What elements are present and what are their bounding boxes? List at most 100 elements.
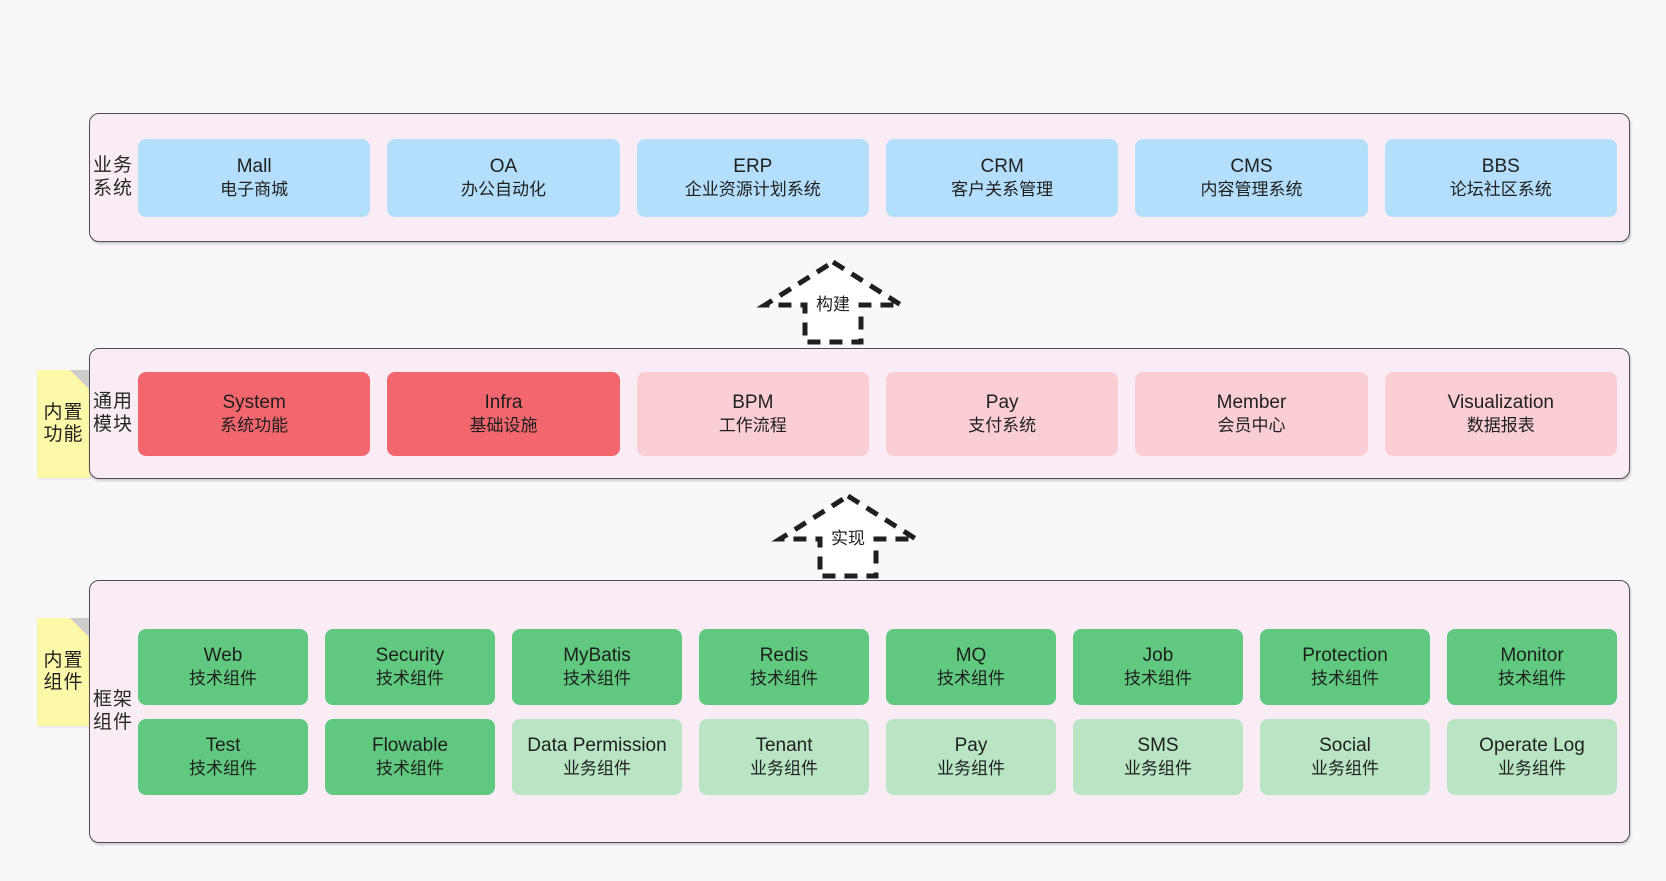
node-subtitle: 技术组件 [1124, 668, 1192, 688]
node-social[interactable]: Social 业务组件 [1260, 718, 1430, 795]
node-subtitle: 技术组件 [376, 758, 444, 778]
node-bpm[interactable]: BPM 工作流程 [636, 371, 869, 456]
node-subtitle: 业务组件 [750, 758, 818, 778]
node-subtitle: 客户关系管理 [951, 179, 1054, 199]
node-subtitle: 业务组件 [1124, 758, 1192, 778]
node-subtitle: 技术组件 [937, 668, 1005, 688]
layer-common-modules: 通用模块 System 系统功能 Infra 基础设施 BPM 工作流程 Pay… [89, 348, 1630, 479]
node-mall[interactable]: Mall 电子商城 [138, 138, 371, 217]
node-row: System 系统功能 Infra 基础设施 BPM 工作流程 Pay 支付系统… [138, 371, 1617, 456]
node-title: Data Permission [527, 734, 667, 756]
node-title: Job [1142, 644, 1174, 666]
layer-title-modules: 通用模块 [92, 391, 133, 435]
node-subtitle: 论坛社区系统 [1449, 179, 1552, 199]
node-bbs[interactable]: BBS 论坛社区系统 [1384, 138, 1617, 217]
node-title: Tenant [755, 734, 813, 756]
connector-implement: 实现 [771, 492, 925, 579]
node-infra[interactable]: Infra 基础设施 [387, 371, 620, 456]
connector-build: 构建 [756, 258, 910, 345]
node-oa[interactable]: OA 办公自动化 [387, 138, 620, 217]
node-data-permission[interactable]: Data Permission 业务组件 [512, 718, 682, 795]
node-title: Infra [484, 391, 523, 413]
note-fold-corner-icon [70, 618, 90, 638]
node-operate-log[interactable]: Operate Log 业务组件 [1447, 718, 1617, 795]
sticky-note-label: 内置组件 [43, 649, 84, 693]
node-pay-component[interactable]: Pay 业务组件 [886, 718, 1056, 795]
sticky-note-builtin-component: 内置组件 [37, 618, 90, 726]
node-erp[interactable]: ERP 企业资源计划系统 [636, 138, 869, 217]
node-title: SMS [1137, 734, 1179, 756]
sticky-note-builtin-function: 内置功能 [37, 370, 90, 478]
node-row: Test 技术组件 Flowable 技术组件 Data Permission … [138, 718, 1617, 795]
node-title: Social [1319, 734, 1371, 756]
layer-title-business: 业务系统 [92, 155, 133, 199]
node-subtitle: 会员中心 [1217, 415, 1286, 435]
node-title: Redis [759, 644, 809, 666]
node-row: Web 技术组件 Security 技术组件 MyBatis 技术组件 Redi… [138, 628, 1617, 705]
node-visualization[interactable]: Visualization 数据报表 [1384, 371, 1617, 456]
node-title: Mall [236, 155, 272, 177]
node-title: Monitor [1500, 644, 1564, 666]
node-subtitle: 业务组件 [1498, 758, 1566, 778]
layer-body-business: Mall 电子商城 OA 办公自动化 ERP 企业资源计划系统 CRM 客户关系… [136, 114, 1629, 241]
node-security[interactable]: Security 技术组件 [325, 628, 495, 705]
node-title: Flowable [371, 734, 449, 756]
node-title: Web [203, 644, 243, 666]
node-title: MQ [955, 644, 987, 666]
node-redis[interactable]: Redis 技术组件 [699, 628, 869, 705]
note-fold-corner-icon [70, 370, 90, 390]
node-subtitle: 业务组件 [563, 758, 631, 778]
node-sms[interactable]: SMS 业务组件 [1073, 718, 1243, 795]
generalization-arrow-icon [771, 493, 925, 579]
node-title: Test [205, 734, 241, 756]
node-crm[interactable]: CRM 客户关系管理 [885, 138, 1119, 217]
node-title: System [222, 391, 286, 413]
node-subtitle: 系统功能 [220, 415, 289, 435]
node-web[interactable]: Web 技术组件 [138, 628, 308, 705]
node-row: Mall 电子商城 OA 办公自动化 ERP 企业资源计划系统 CRM 客户关系… [138, 138, 1617, 217]
layer-body-modules: System 系统功能 Infra 基础设施 BPM 工作流程 Pay 支付系统… [136, 349, 1629, 478]
connector-label-implement: 实现 [831, 529, 865, 548]
layer-title-framework: 框架组件 [92, 689, 133, 733]
node-subtitle: 技术组件 [750, 668, 818, 688]
node-flowable[interactable]: Flowable 技术组件 [325, 718, 495, 795]
node-subtitle: 技术组件 [563, 668, 631, 688]
layer-framework-components: 框架组件 Web 技术组件 Security 技术组件 MyBatis 技术组件… [89, 580, 1630, 843]
node-subtitle: 企业资源计划系统 [684, 179, 821, 199]
node-member[interactable]: Member 会员中心 [1135, 371, 1368, 456]
layer-body-framework: Web 技术组件 Security 技术组件 MyBatis 技术组件 Redi… [136, 581, 1629, 842]
node-subtitle: 技术组件 [189, 758, 257, 778]
node-mybatis[interactable]: MyBatis 技术组件 [512, 628, 682, 705]
node-title: OA [489, 155, 518, 177]
node-title: Member [1216, 391, 1287, 413]
node-title: Pay [954, 734, 988, 756]
layer-business-system: 业务系统 Mall 电子商城 OA 办公自动化 ERP 企业资源计划系统 CRM… [89, 113, 1630, 242]
node-cms[interactable]: CMS 内容管理系统 [1135, 138, 1368, 217]
node-title: CMS [1230, 155, 1273, 177]
node-subtitle: 技术组件 [1311, 668, 1379, 688]
generalization-arrow-icon [756, 259, 910, 345]
node-mq[interactable]: MQ 技术组件 [886, 628, 1056, 705]
node-monitor[interactable]: Monitor 技术组件 [1447, 628, 1617, 705]
node-title: Protection [1302, 644, 1388, 666]
node-tenant[interactable]: Tenant 业务组件 [699, 718, 869, 795]
node-subtitle: 内容管理系统 [1200, 179, 1303, 199]
node-test[interactable]: Test 技术组件 [138, 718, 308, 795]
node-system[interactable]: System 系统功能 [138, 371, 371, 456]
node-subtitle: 技术组件 [189, 668, 257, 688]
node-subtitle: 支付系统 [968, 415, 1037, 435]
node-subtitle: 业务组件 [937, 758, 1005, 778]
node-title: Security [375, 644, 445, 666]
sticky-note-label: 内置功能 [43, 401, 84, 445]
node-subtitle: 工作流程 [718, 415, 787, 435]
node-pay-module[interactable]: Pay 支付系统 [885, 371, 1119, 456]
node-title: Operate Log [1479, 734, 1585, 756]
node-title: BBS [1481, 155, 1520, 177]
node-subtitle: 基础设施 [469, 415, 538, 435]
node-job[interactable]: Job 技术组件 [1073, 628, 1243, 705]
node-title: CRM [980, 155, 1024, 177]
node-subtitle: 电子商城 [220, 179, 289, 199]
node-protection[interactable]: Protection 技术组件 [1260, 628, 1430, 705]
node-title: Pay [985, 391, 1019, 413]
